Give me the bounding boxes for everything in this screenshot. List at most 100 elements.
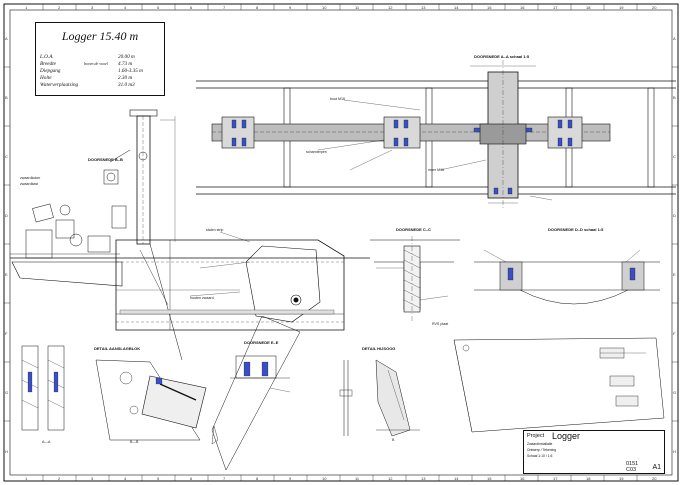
section-ee-drawing [230, 355, 291, 393]
spec-row-breedte: Breedte boven de vooel 4.73 m [40, 60, 162, 68]
title-block: Project Logger Zwaardinstallatie Ontwerp… [523, 430, 665, 474]
title-row: Schaal 1:10 / 1:5 [527, 454, 553, 458]
grid-number: 6 [190, 5, 193, 10]
grid-letter: G [5, 390, 9, 395]
section-cc-drawing [370, 236, 460, 322]
project-label: Project [527, 433, 545, 439]
grid-letter: C [673, 154, 676, 159]
grid-number: 1 [25, 476, 28, 481]
annotation: bout M16 [330, 97, 345, 101]
detail-hijsoog-label: DETAIL HIJSOOG [362, 346, 396, 351]
drawing-number: 0151 [626, 461, 639, 467]
mast-elevation [10, 109, 370, 361]
detail-aanslag-label: DETAIL AANSLAGBLOK [94, 346, 141, 351]
annotation: RVS plaat [432, 322, 449, 326]
grid-number: 15 [487, 476, 492, 481]
grid-number: 10 [322, 476, 327, 481]
sheet-size: A1 [652, 464, 661, 471]
section-aa-label: DOORSNEDE A–A schaal 1:5 [474, 54, 530, 59]
section-marker-a: A—A [42, 440, 51, 444]
section-bb-label: DOORSNEDE B–B [88, 157, 123, 162]
grid-number: 19 [619, 5, 624, 10]
grid-number: 2 [58, 5, 61, 10]
grid-letter: B [673, 95, 676, 100]
title-row: Zwaardinstallatie [527, 442, 553, 446]
grid-letter: F [673, 331, 676, 336]
grid-number: 6 [190, 476, 193, 481]
outer-frame [3, 3, 679, 482]
grid-number: 3 [91, 5, 94, 10]
spec-title: Logger 15.40 m [61, 29, 139, 43]
spec-label: Holte [40, 75, 52, 81]
blade-detail-drawing [453, 337, 665, 433]
section-ee-label: DOORSNEDE E–E [244, 340, 279, 345]
grid-number: 4 [124, 5, 127, 10]
grid-letter: A [5, 36, 8, 41]
grid-letter: H [5, 449, 8, 454]
grid-letter: D [5, 213, 8, 218]
section-dd-label: DOORSNEDE D–D schaal 1:5 [548, 227, 604, 232]
annotation: scharnierpen [306, 150, 327, 154]
grid-number: 9 [289, 5, 292, 10]
grid-number: 14 [454, 476, 459, 481]
spec-row-waterverplaatsing: Waterverplaatsing 31.0 m3 [40, 81, 162, 89]
grid-letter: F [5, 331, 8, 336]
grid-letter: E [5, 272, 8, 277]
grid-number: 11 [355, 476, 360, 481]
section-marker-b2: B [392, 438, 395, 442]
grid-number: 4 [124, 476, 127, 481]
spec-value: 4.73 m [118, 61, 133, 67]
spec-row-loa: L.O.A. 20.00 m [40, 53, 162, 61]
grid-number: 10 [322, 5, 327, 10]
revision: C03 [626, 467, 637, 473]
keel-box-elevation [115, 231, 345, 471]
spec-value: 1.60-3.35 m [118, 68, 143, 74]
spec-label: Diepgang [40, 68, 61, 74]
grid-number: 5 [157, 476, 160, 481]
detail-hijsoog-drawing [339, 359, 420, 437]
annotation: moer M16 [428, 168, 445, 172]
grid-letter: G [673, 390, 677, 395]
grid-number: 7 [223, 476, 226, 481]
project-name: Logger [552, 431, 581, 441]
section-cc-label: DOORSNEDE C–C [396, 227, 431, 232]
grid-letter: A [673, 36, 676, 41]
annotation: stalen strip [206, 228, 224, 232]
grid-number: 18 [586, 5, 591, 10]
spec-value: 2.30 m [118, 75, 133, 81]
grid-number: 18 [586, 476, 591, 481]
grid-number: 20 [652, 476, 657, 481]
grid-letter: C [5, 154, 8, 159]
grid-number: 2 [58, 476, 61, 481]
grid-number: 16 [520, 5, 525, 10]
grid-letter: D [673, 213, 676, 218]
grid-number: 1 [25, 5, 28, 10]
grid-number: 8 [256, 476, 259, 481]
spec-row-holte: Holte 2.30 m [40, 74, 162, 82]
grid-number: 11 [355, 5, 360, 10]
grid-number: 3 [91, 476, 94, 481]
grid-number: 7 [223, 5, 226, 10]
spec-label: Breedte [40, 61, 56, 67]
grid-number: 14 [454, 5, 459, 10]
grid-letter: H [673, 449, 676, 454]
spec-box: Logger 15.40 m L.O.A. 20.00 m Breedte bo… [35, 22, 165, 96]
grid-number: 12 [388, 5, 393, 10]
section-aa-drawing [196, 60, 676, 210]
spec-label: L.O.A. [40, 54, 54, 60]
spec-value: 31.0 m3 [118, 82, 135, 88]
title-row: Ontwerp / Tekening [527, 448, 557, 452]
grid-number: 17 [553, 5, 558, 10]
grid-number: 8 [256, 5, 259, 10]
section-marker-b: B—B [130, 440, 139, 444]
grid-number: 17 [553, 476, 558, 481]
grid-letter: E [673, 272, 676, 277]
spec-row-diepgang: Diepgang 1.60-3.35 m [40, 67, 162, 75]
grid-number: 15 [487, 5, 492, 10]
grid-number: 16 [520, 476, 525, 481]
grid-number: 9 [289, 476, 292, 481]
grid-ticks [4, 4, 678, 481]
inner-frame [9, 9, 673, 476]
grid-letter: B [5, 95, 8, 100]
